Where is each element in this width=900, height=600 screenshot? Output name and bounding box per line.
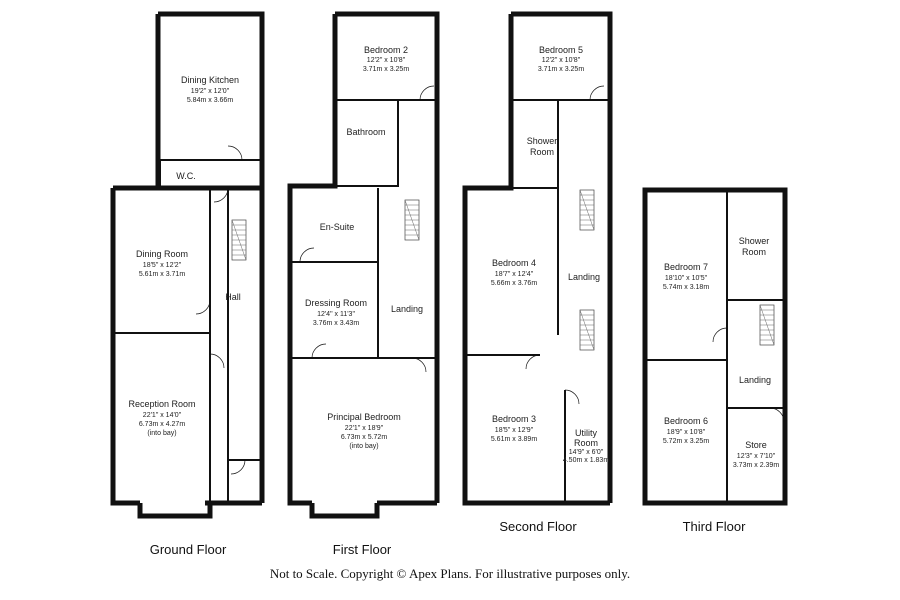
svg-text:3.73m x 2.39m: 3.73m x 2.39m — [733, 462, 779, 469]
room-shower-room-third: Shower Room — [739, 236, 770, 257]
svg-text:Bedroom 5: Bedroom 5 — [539, 45, 583, 55]
room-landing-second: Landing — [568, 272, 600, 282]
svg-text:19'2" x 12'0": 19'2" x 12'0" — [191, 88, 230, 95]
room-bedroom-2: Bedroom 2 12'2" x 10'8" 3.71m x 3.25m — [363, 45, 409, 73]
svg-text:Shower: Shower — [739, 236, 770, 246]
svg-text:12'3" x 7'10": 12'3" x 7'10" — [737, 453, 776, 460]
floor-label-third: Third Floor — [683, 519, 747, 534]
svg-text:Dressing Room: Dressing Room — [305, 298, 367, 308]
floor-label-second: Second Floor — [499, 519, 577, 534]
svg-text:5.72m x 3.25m: 5.72m x 3.25m — [663, 438, 709, 445]
svg-text:Bedroom 7: Bedroom 7 — [664, 262, 708, 272]
room-principal-bedroom: Principal Bedroom 22'1" x 18'9" 6.73m x … — [327, 412, 401, 450]
svg-text:Utility: Utility — [575, 428, 597, 438]
svg-text:Dining Room: Dining Room — [136, 249, 188, 259]
room-bathroom: Bathroom — [346, 127, 385, 137]
svg-text:6.73m x 4.27m: 6.73m x 4.27m — [139, 421, 185, 428]
room-hall: Hall — [225, 292, 241, 302]
svg-text:12'4" x 11'3": 12'4" x 11'3" — [317, 311, 355, 318]
room-dining-kitchen: Dining Kitchen 19'2" x 12'0" 5.84m x 3.6… — [181, 75, 239, 104]
svg-text:(into bay): (into bay) — [147, 430, 176, 437]
first-floor-plan — [287, 11, 440, 519]
room-landing-third: Landing — [739, 375, 771, 385]
svg-text:5.66m x 3.76m: 5.66m x 3.76m — [491, 280, 537, 287]
svg-text:Shower: Shower — [527, 136, 558, 146]
svg-text:18'10" x 10'5": 18'10" x 10'5" — [665, 275, 708, 282]
svg-text:18'5" x 12'9": 18'5" x 12'9" — [495, 427, 534, 434]
room-bedroom-3: Bedroom 3 18'5" x 12'9" 5.61m x 3.89m — [491, 414, 537, 443]
room-en-suite: En-Suite — [320, 222, 355, 232]
svg-text:3.76m x 3.43m: 3.76m x 3.43m — [313, 320, 359, 327]
svg-text:18'7" x 12'4": 18'7" x 12'4" — [495, 271, 534, 278]
room-utility-room: Utility Room 14'9" x 6'0" 4.50m x 1.83m — [563, 428, 609, 464]
floor-label-ground: Ground Floor — [150, 542, 227, 557]
svg-text:Principal Bedroom: Principal Bedroom — [327, 412, 401, 422]
svg-text:Dining Kitchen: Dining Kitchen — [181, 75, 239, 85]
ground-floor-plan — [110, 11, 265, 519]
svg-text:3.71m x 3.25m: 3.71m x 3.25m — [363, 66, 409, 73]
svg-text:18'5" x 12'2": 18'5" x 12'2" — [143, 262, 182, 269]
svg-text:5.84m x 3.66m: 5.84m x 3.66m — [187, 97, 233, 104]
room-reception-room: Reception Room 22'1" x 14'0" 6.73m x 4.2… — [128, 399, 195, 437]
svg-text:12'2" x 10'8": 12'2" x 10'8" — [367, 57, 406, 64]
svg-text:18'9" x 10'8": 18'9" x 10'8" — [667, 429, 706, 436]
svg-text:Room: Room — [530, 147, 554, 157]
room-bedroom-5: Bedroom 5 12'2" x 10'8" 3.71m x 3.25m — [538, 45, 584, 73]
svg-text:12'2" x 10'8": 12'2" x 10'8" — [542, 57, 581, 64]
svg-text:4.50m x 1.83m: 4.50m x 1.83m — [563, 457, 609, 464]
room-shower-room-second: Shower Room — [527, 136, 558, 157]
svg-text:6.73m x 5.72m: 6.73m x 5.72m — [341, 434, 387, 441]
svg-text:Reception Room: Reception Room — [128, 399, 195, 409]
room-store: Store 12'3" x 7'10" 3.73m x 2.39m — [733, 440, 779, 469]
svg-text:3.71m x 3.25m: 3.71m x 3.25m — [538, 66, 584, 73]
svg-text:5.61m x 3.71m: 5.61m x 3.71m — [139, 271, 185, 278]
svg-text:(into bay): (into bay) — [349, 443, 378, 450]
second-floor-plan — [462, 11, 613, 506]
svg-text:Bedroom 3: Bedroom 3 — [492, 414, 536, 424]
svg-text:5.61m x 3.89m: 5.61m x 3.89m — [491, 436, 537, 443]
room-dining-room: Dining Room 18'5" x 12'2" 5.61m x 3.71m — [136, 249, 188, 278]
svg-text:Bedroom 4: Bedroom 4 — [492, 258, 536, 268]
svg-text:Room: Room — [574, 438, 598, 448]
svg-text:Store: Store — [745, 440, 767, 450]
svg-text:5.74m x 3.18m: 5.74m x 3.18m — [663, 284, 709, 291]
room-bedroom-4: Bedroom 4 18'7" x 12'4" 5.66m x 3.76m — [491, 258, 537, 287]
svg-text:Room: Room — [742, 247, 766, 257]
room-bedroom-6: Bedroom 6 18'9" x 10'8" 5.72m x 3.25m — [663, 416, 709, 445]
svg-text:14'9" x 6'0": 14'9" x 6'0" — [569, 449, 604, 456]
floor-label-first: First Floor — [333, 542, 392, 557]
svg-text:Bedroom 2: Bedroom 2 — [364, 45, 408, 55]
room-landing-first: Landing — [391, 304, 423, 314]
svg-text:22'1" x 14'0": 22'1" x 14'0" — [143, 412, 182, 419]
room-dressing-room: Dressing Room 12'4" x 11'3" 3.76m x 3.43… — [305, 298, 367, 327]
footer-note: Not to Scale. Copyright © Apex Plans. Fo… — [269, 566, 631, 581]
third-floor-plan — [642, 187, 788, 506]
svg-text:Bedroom 6: Bedroom 6 — [664, 416, 708, 426]
room-wc: W.C. — [176, 171, 196, 181]
room-bedroom-7: Bedroom 7 18'10" x 10'5" 5.74m x 3.18m — [663, 262, 709, 291]
svg-text:22'1" x 18'9": 22'1" x 18'9" — [345, 425, 384, 432]
